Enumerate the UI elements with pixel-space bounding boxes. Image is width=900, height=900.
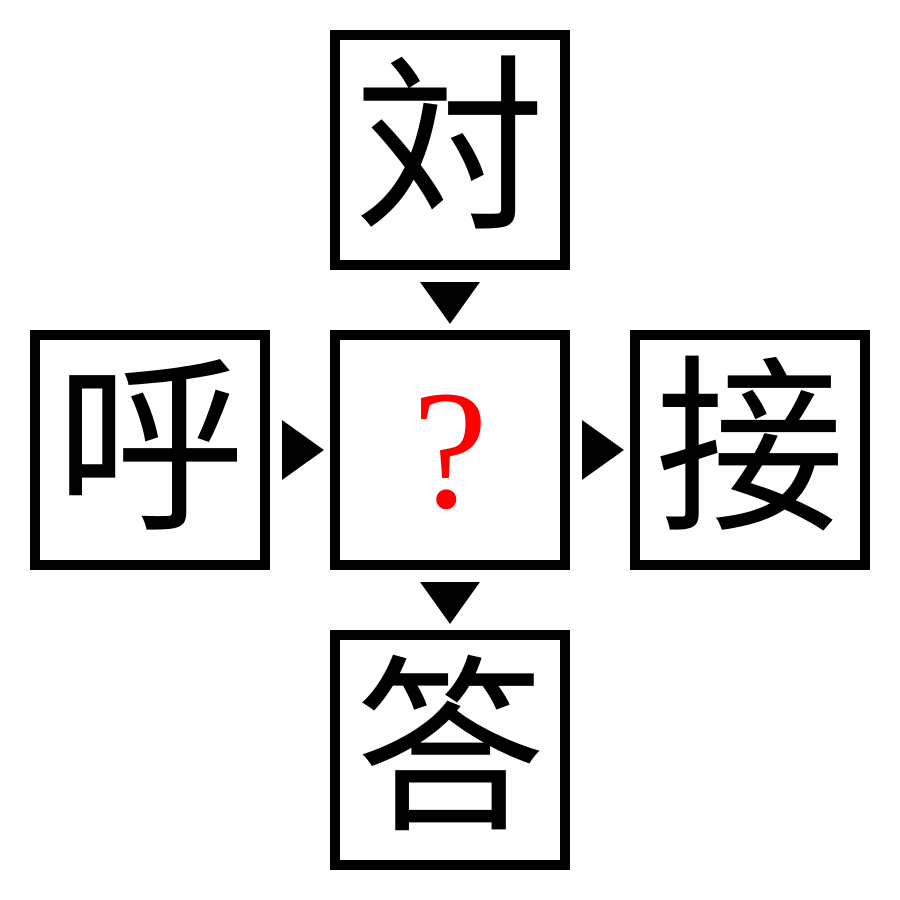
triangle-down-icon [420, 582, 480, 624]
bottom-kanji: 答 [354, 639, 545, 860]
answer-box[interactable]: ? [330, 330, 570, 570]
right-kanji: 接 [654, 339, 845, 560]
triangle-right-icon [282, 420, 324, 480]
top-kanji: 対 [354, 39, 545, 260]
triangle-down-icon [420, 282, 480, 324]
left-kanji-box: 呼 [30, 330, 270, 570]
left-kanji: 呼 [54, 339, 245, 560]
question-mark: ? [412, 356, 488, 544]
top-kanji-box: 対 [330, 30, 570, 270]
bottom-kanji-box: 答 [330, 630, 570, 870]
triangle-right-icon [582, 420, 624, 480]
right-kanji-box: 接 [630, 330, 870, 570]
